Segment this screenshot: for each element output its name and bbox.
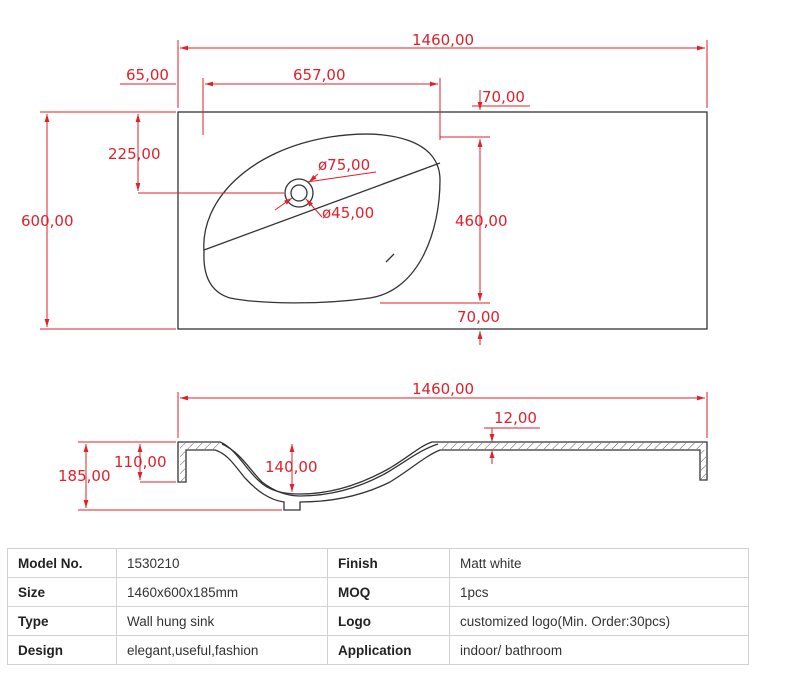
hatch-left — [180, 443, 220, 449]
dim-overall-width: 1460,00 — [412, 31, 474, 49]
dim-basin-width: 657,00 — [293, 66, 346, 84]
spec-value: indoor/ bathroom — [449, 635, 749, 665]
spec-value: 1pcs — [449, 577, 749, 607]
spec-value: elegant,useful,fashion — [116, 635, 328, 665]
dim-side-width: 1460,00 — [412, 380, 474, 398]
hatch-right — [440, 443, 705, 449]
technical-drawing: 1460,00 65,00 657,00 70,00 225,00 ø75,00… — [21, 31, 708, 511]
dim-basin-depth: 460,00 — [455, 212, 508, 230]
spec-label: Design — [7, 635, 117, 665]
spec-value: customized logo(Min. Order:30pcs) — [449, 606, 749, 636]
dim-left-offset: 65,00 — [126, 66, 169, 84]
spec-label: Model No. — [7, 548, 117, 578]
dim-drain-offset: 225,00 — [108, 145, 161, 163]
spec-value: 1460x600x185mm — [116, 577, 328, 607]
spec-value: Wall hung sink — [116, 606, 328, 636]
dim-overflow-diameter: ø75,00 — [318, 156, 370, 174]
dim-bottom-margin: 70,00 — [457, 308, 500, 326]
side-view: 1460,00 12,00 185,00 110,00 140,00 — [58, 380, 708, 511]
dim-shelf-thickness: 12,00 — [494, 409, 537, 427]
top-view: 1460,00 65,00 657,00 70,00 225,00 ø75,00… — [21, 31, 708, 345]
spec-label: MOQ — [327, 577, 450, 607]
dim-top-margin: 70,00 — [482, 88, 525, 106]
drain-circle — [290, 184, 308, 202]
dim-total-height: 185,00 — [58, 467, 111, 485]
overflow-circle — [284, 178, 314, 208]
dim-front-height: 110,00 — [114, 453, 167, 471]
spec-label: Type — [7, 606, 117, 636]
dim-overall-depth: 600,00 — [21, 212, 74, 230]
countertop-outline — [177, 111, 708, 330]
spec-label: Logo — [327, 606, 450, 636]
spec-label: Application — [327, 635, 450, 665]
spec-value: 1530210 — [116, 548, 328, 578]
spec-label: Finish — [327, 548, 450, 578]
spec-value: Matt white — [449, 548, 749, 578]
dim-drain-diameter: ø45,00 — [322, 204, 374, 222]
dim-basin-height: 140,00 — [265, 458, 318, 476]
spec-label: Size — [7, 577, 117, 607]
basin-outline — [203, 133, 441, 304]
